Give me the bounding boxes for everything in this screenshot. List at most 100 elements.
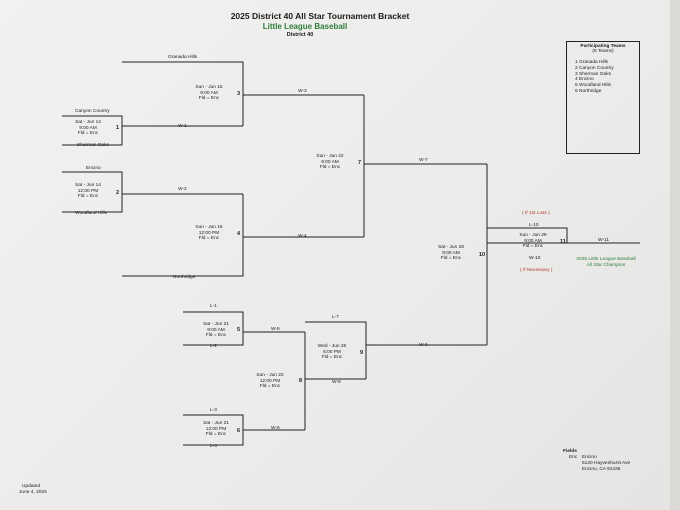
field-name: Encino [582, 455, 597, 460]
team-sherman-oaks: Sherman Oaks [77, 143, 109, 148]
label-w6: W-6 [271, 426, 280, 431]
game-5-date: Sat - Jun 21 [203, 322, 229, 327]
game-2-time: 12:00 PM [77, 188, 99, 194]
game-9-info: Wed - Jun 25 6:00 PM Fld = Enc [302, 344, 362, 361]
note-if-first-loss: ( If 1st Loss ) [522, 211, 550, 216]
game-10-number: 10 [479, 252, 486, 258]
game-5-number: 5 [237, 327, 241, 333]
game-2-info: Sat - Jun 14 12:00 PM Fld = Enc [58, 183, 118, 200]
team-woodland-hills: Woodland Hills [75, 211, 107, 216]
field-details: Encino 5120 Hayvenhurst Ave Encino, CA 9… [582, 455, 630, 473]
game-9-number: 9 [360, 350, 364, 356]
game-3-number: 3 [237, 91, 241, 97]
label-w10: W-10 [529, 256, 541, 261]
game-5-time: 9:00 AM [207, 327, 225, 333]
game-4-time: 12:00 PM [198, 230, 220, 236]
game-8-time: 12:00 PM [259, 378, 281, 384]
page-edge [670, 0, 680, 510]
field-address-2: Encino, CA 91436 [582, 466, 621, 472]
game-3-date: Sun - Jun 15 [195, 85, 223, 90]
game-9-date: Wed - Jun 25 [317, 344, 347, 349]
game-11-time: 9:00 AM [524, 238, 542, 244]
game-8-info: Sun - Jun 22 12:00 PM Fld = Enc [240, 373, 300, 390]
team-granada-hills: Granada Hills [168, 55, 198, 60]
label-w4: W-4 [298, 234, 307, 239]
team-list-item: 4 Encino [575, 77, 594, 83]
label-w7: W-7 [419, 158, 428, 163]
game-9-time: 6:00 PM [323, 349, 341, 355]
game-1-number: 1 [116, 125, 120, 131]
label-w5: W-5 [271, 327, 280, 332]
note-if-necessary: ( If Necessary ) [520, 268, 553, 273]
field-code: Enc [569, 455, 578, 460]
champion-line-1: 2025 Little League Baseball [576, 257, 636, 262]
field-address-1: 5120 Hayvenhurst Ave [582, 460, 631, 466]
game-11-date: Sun - Jun 29 [519, 233, 547, 238]
participating-teams-list: 1 Granada Hills 2 Canyon Country 3 Sherm… [575, 60, 639, 95]
bracket-g11 [487, 227, 568, 243]
game-3-info: Sun - Jun 15 9:00 AM Fld = Enc [179, 85, 239, 102]
fields-heading: Fields [563, 449, 577, 454]
game-3-time: 9:00 AM [200, 90, 218, 96]
game-2-number: 2 [116, 190, 120, 196]
game-4-number: 4 [237, 231, 241, 237]
game-10-field: Fld = Enc [440, 256, 462, 262]
team-encino: Encino [86, 166, 101, 171]
game-11-info: Sun - Jun 29 9:00 AM Fld = Enc [503, 233, 563, 250]
game-7-number: 7 [358, 160, 362, 166]
bracket-g9 [305, 321, 367, 379]
game-2-date: Sat - Jun 14 [75, 183, 101, 188]
game-2-field: Fld = Enc [77, 194, 99, 200]
team-list-item: 5 Woodland Hills [575, 83, 611, 88]
game-10-time: 9:00 AM [442, 250, 460, 256]
game-7-time: 9:00 AM [321, 159, 339, 165]
game-3-field: Fld = Enc [198, 96, 220, 102]
bracket-g5 [183, 311, 244, 346]
game-6-number: 6 [237, 428, 241, 434]
game-6-info: Sat - Jun 21 12:00 PM Fld = Enc [186, 421, 246, 438]
game-4-info: Sun - Jun 15 12:00 PM Fld = Enc [179, 225, 239, 242]
label-w1: W-1 [178, 124, 187, 129]
team-list-item: 6 Northridge [575, 88, 602, 94]
label-w11: W-11 [598, 238, 610, 243]
label-w3: W-3 [298, 89, 307, 94]
label-w9: W-9 [419, 343, 428, 348]
game-5-field: Fld = Enc [205, 333, 227, 339]
page-subtitle: Little League Baseball [262, 22, 348, 31]
participating-teams-box: Participating Teams (6 Teams) 1 Granada … [566, 41, 640, 154]
game-7-info: Sun - Jun 22 9:00 AM Fld = Enc [300, 154, 360, 171]
game-10-date: Sat - Jun 28 [438, 245, 464, 250]
game-8-number: 8 [299, 378, 303, 384]
label-l7: L-7 [332, 315, 339, 320]
game-4-date: Sun - Jun 15 [195, 225, 223, 230]
bracket-g4 [122, 194, 244, 277]
game-1-date: Sat - Jun 14 [75, 120, 101, 125]
game-9-field: Fld = Enc [321, 355, 343, 361]
bracket-g3 [122, 61, 244, 126]
team-northridge: Northridge [173, 275, 196, 280]
game-1-time: 9:00 AM [79, 125, 97, 131]
game-11-number: 11 [560, 239, 566, 245]
participating-teams-count: (6 Teams) [592, 49, 614, 54]
footer-date: June 4, 2025 [19, 490, 47, 495]
game-8-date: Sun - Jun 22 [256, 373, 284, 378]
game-6-time: 12:00 PM [205, 426, 227, 432]
participating-teams-heading: Participating Teams [580, 44, 626, 49]
label-l4: L-4 [210, 444, 217, 449]
label-w8: W-8 [332, 380, 341, 385]
label-l10: L-10 [529, 223, 539, 228]
team-list-item: 2 Canyon Country [575, 65, 614, 71]
label-l3: L-3 [210, 408, 217, 413]
bracket-g2 [62, 171, 123, 213]
game-1-field: Fld = Enc [77, 131, 99, 137]
label-l2: L-2 [210, 344, 217, 349]
game-11-field: Fld = Enc [522, 244, 544, 250]
game-4-field: Fld = Enc [198, 236, 220, 242]
game-6-date: Sat - Jun 21 [203, 421, 229, 426]
game-6-field: Fld = Enc [205, 432, 227, 438]
team-canyon-country: Canyon Country [75, 109, 110, 114]
game-8-field: Fld = Enc [259, 384, 281, 390]
champion-line-2: All Star Champion [586, 262, 626, 268]
